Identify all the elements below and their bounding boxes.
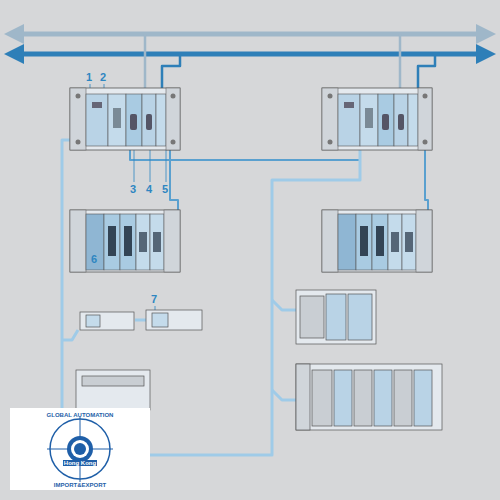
callout-number: 3 xyxy=(130,184,136,195)
logo-text: Hong Kong xyxy=(63,460,97,466)
upper-bus xyxy=(14,32,486,37)
lower-bus xyxy=(14,52,486,57)
callout-number: 6 xyxy=(91,254,97,265)
logo-panel xyxy=(10,408,150,490)
logo-text: IMPORT&EXPORT xyxy=(54,482,106,488)
logo-text: GLOBAL AUTOMATION xyxy=(47,412,114,418)
callout-number: 1 xyxy=(86,72,92,83)
callout-number: 7 xyxy=(151,294,157,305)
callout-number: 5 xyxy=(162,184,168,195)
callout-number: 4 xyxy=(146,184,152,195)
callout-number: 2 xyxy=(100,72,106,83)
